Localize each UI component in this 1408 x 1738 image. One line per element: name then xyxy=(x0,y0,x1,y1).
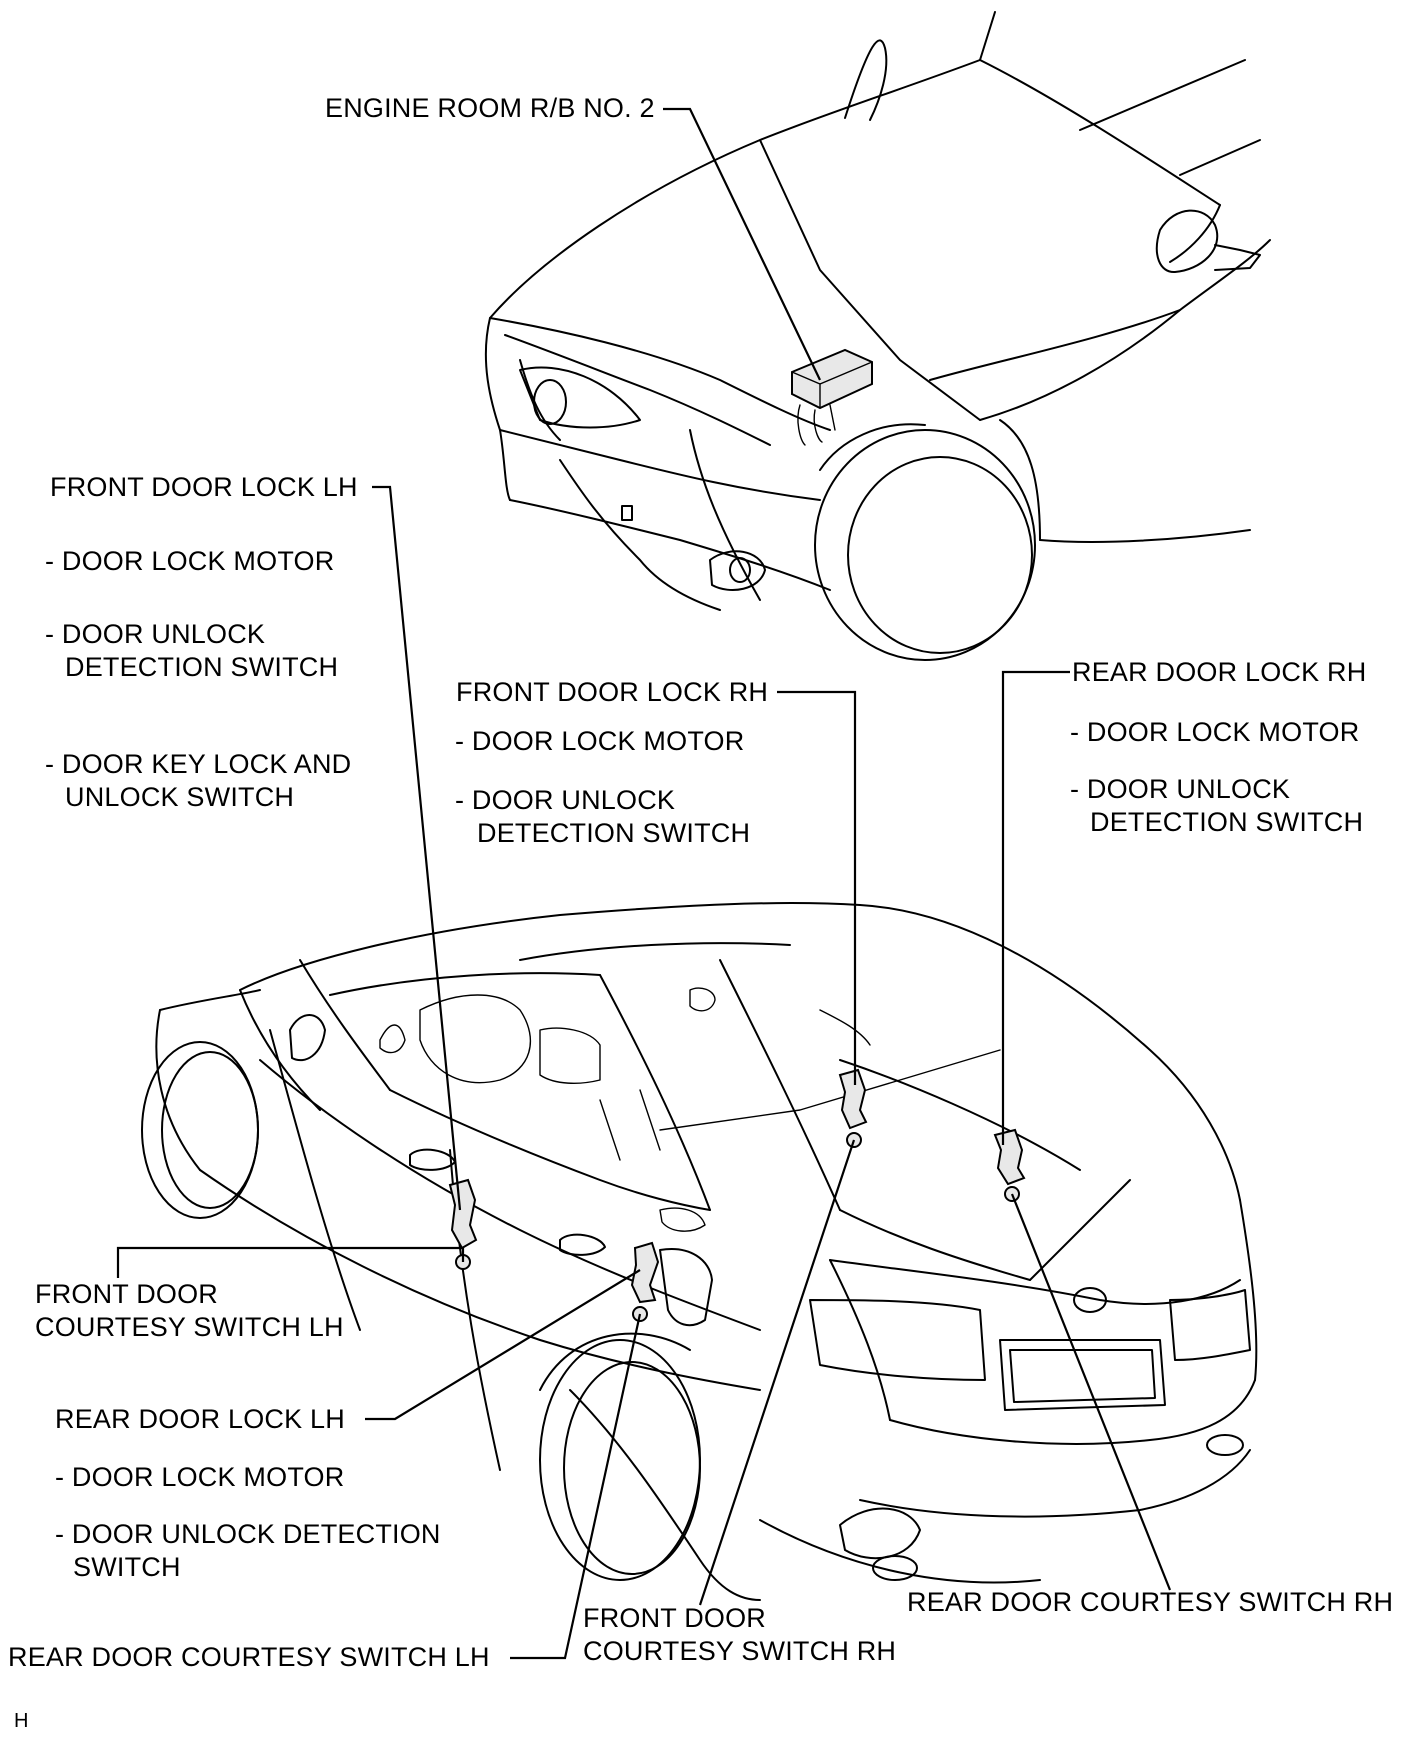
label-front-door-lock-lh-item2a: - DOOR UNLOCK xyxy=(45,619,266,649)
label-front-door-lock-rh-item1: - DOOR LOCK MOTOR xyxy=(455,726,745,756)
label-rear-door-lock-rh-item1: - DOOR LOCK MOTOR xyxy=(1070,717,1360,747)
leader-lines xyxy=(116,107,1172,1660)
label-front-door-lock-rh-item2a: - DOOR UNLOCK xyxy=(455,785,676,815)
label-front-door-lock-rh-item2b: DETECTION SWITCH xyxy=(477,818,751,848)
label-rear-door-lock-rh-item2b: DETECTION SWITCH xyxy=(1090,807,1364,837)
label-rear-door-lock-lh-item1: - DOOR LOCK MOTOR xyxy=(55,1462,345,1492)
label-front-door-lock-lh-item3a: - DOOR KEY LOCK AND xyxy=(45,749,352,779)
corner-mark: H xyxy=(14,1710,29,1732)
label-rear-door-courtesy-rh: REAR DOOR COURTESY SWITCH RH xyxy=(907,1587,1394,1617)
label-rear-door-lock-lh: REAR DOOR LOCK LH xyxy=(55,1404,345,1434)
label-front-door-lock-lh-item2b: DETECTION SWITCH xyxy=(65,652,339,682)
label-front-door-courtesy-lh-2: COURTESY SWITCH LH xyxy=(35,1312,344,1342)
car-front-view xyxy=(484,11,1271,661)
label-rear-door-lock-lh-item2b: SWITCH xyxy=(73,1552,181,1582)
label-front-door-lock-lh-item3b: UNLOCK SWITCH xyxy=(65,782,295,812)
label-rear-door-lock-rh-item2a: - DOOR UNLOCK xyxy=(1070,774,1291,804)
label-front-door-courtesy-rh-2: COURTESY SWITCH RH xyxy=(583,1636,897,1666)
label-rear-door-courtesy-lh: REAR DOOR COURTESY SWITCH LH xyxy=(8,1642,490,1672)
label-front-door-courtesy-rh-1: FRONT DOOR xyxy=(583,1603,766,1633)
label-front-door-courtesy-lh-1: FRONT DOOR xyxy=(35,1279,218,1309)
car-rear-view xyxy=(141,902,1258,1601)
label-rear-door-lock-lh-item2a: - DOOR UNLOCK DETECTION xyxy=(55,1519,441,1549)
label-front-door-lock-lh-item1: - DOOR LOCK MOTOR xyxy=(45,546,335,576)
label-rear-door-lock-rh: REAR DOOR LOCK RH xyxy=(1072,657,1367,687)
label-front-door-lock-lh: FRONT DOOR LOCK LH xyxy=(50,472,358,502)
label-engine-room-rb: ENGINE ROOM R/B NO. 2 xyxy=(325,93,655,123)
label-front-door-lock-rh: FRONT DOOR LOCK RH xyxy=(456,677,769,707)
